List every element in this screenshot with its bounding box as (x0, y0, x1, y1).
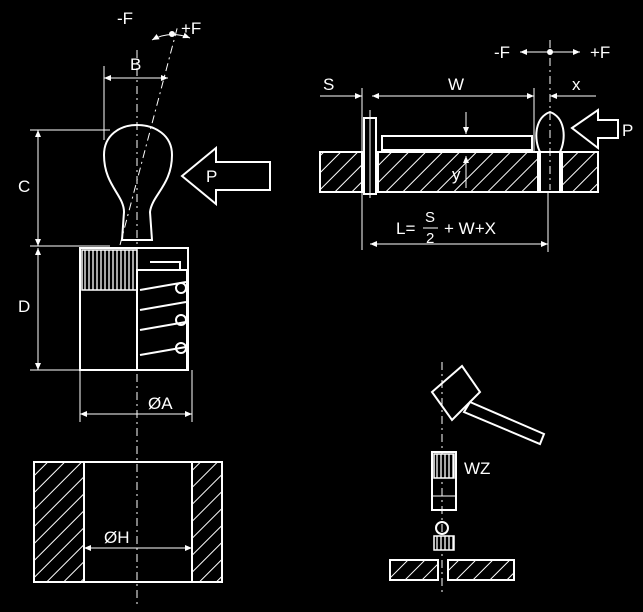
label-formula-rest: + W+X (444, 219, 496, 238)
label-y: y (452, 165, 461, 184)
label-formula-s: S (425, 209, 435, 226)
base-left (319, 151, 363, 193)
label-s: S (323, 75, 334, 94)
label-formula-l: L= (396, 219, 415, 238)
mounting-bore: ØH (33, 461, 223, 583)
label-plus-f-top: +F (181, 19, 201, 38)
lever-knob (102, 123, 174, 241)
label-c: C (18, 177, 30, 196)
small-plunger-knob (435, 521, 449, 535)
bore-wall-right (191, 461, 223, 583)
label-minus-f-right: -F (494, 43, 510, 62)
installation-detail: WZ (389, 362, 546, 592)
workpiece (381, 135, 533, 151)
spring-coils (139, 281, 187, 356)
pressure-arrow-left (180, 145, 271, 207)
spring-cap (150, 261, 181, 270)
hammer-head (430, 364, 482, 422)
label-minus-f-top: -F (117, 9, 133, 28)
pressure-arrow-right (570, 108, 619, 151)
install-base-left (389, 559, 439, 581)
wz-tool (431, 451, 457, 511)
workpiece-setup: -F +F S W x y P L= S (319, 40, 633, 252)
plunger-knob-right (535, 110, 565, 153)
label-d: D (18, 297, 30, 316)
install-base-right (447, 559, 515, 581)
label-a-dia: ØA (148, 394, 173, 413)
label-h-dia: ØH (104, 528, 130, 547)
knurled-collar (81, 249, 138, 291)
label-p-left: P (206, 167, 217, 186)
label-wz: WZ (464, 459, 490, 478)
label-w: W (448, 75, 464, 94)
label-b: B (130, 55, 141, 74)
label-plus-f-right: +F (590, 43, 610, 62)
label-formula-two: 2 (426, 230, 434, 247)
base-right (561, 151, 599, 193)
lever-axis (119, 24, 179, 246)
label-x: x (572, 75, 581, 94)
wz-tool-grip (433, 453, 455, 479)
pivot-dot-top (169, 31, 175, 37)
plunger-assembly: -F +F B C P (18, 9, 271, 605)
bore-wall-left (33, 461, 85, 583)
label-p-right: P (622, 121, 633, 140)
small-plunger-body (433, 535, 455, 551)
hammer-handle (462, 400, 546, 446)
base-middle (377, 151, 539, 193)
